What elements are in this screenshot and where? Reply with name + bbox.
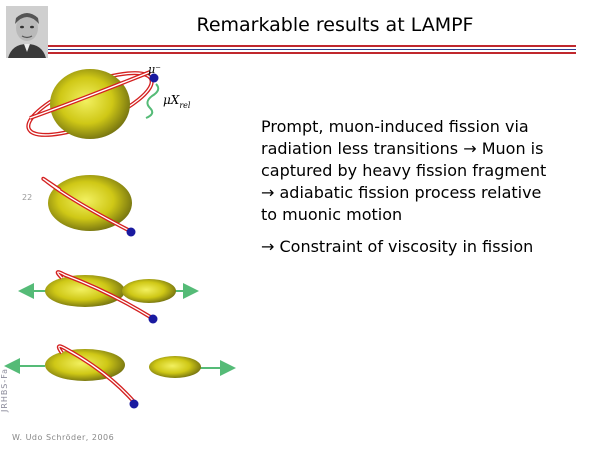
author-portrait (6, 6, 48, 58)
title-rule-blue (48, 49, 576, 50)
page-number: 22 (22, 193, 33, 202)
side-note: JRHBS-Fa (0, 367, 9, 412)
muon-label: μ⁻ (148, 63, 161, 76)
footer-credit: W. Udo Schröder, 2006 (12, 433, 115, 442)
title-rule-red-lower (48, 52, 576, 54)
svg-text:μXrel: μXrel (163, 93, 191, 110)
xray-label-sub: rel (179, 101, 191, 110)
slide-title: Remarkable results at LAMPF (196, 14, 474, 36)
xray-label: μX (163, 93, 180, 107)
stage-1-nucleus (26, 69, 160, 139)
stage-2-nucleus (41, 175, 136, 237)
stage-3-scission (18, 270, 199, 324)
slide-body: Prompt, muon-induced fission via radiati… (261, 116, 561, 268)
xray-wave (145, 83, 160, 119)
stage-4-fragments (4, 344, 236, 409)
body-paragraph-1: Prompt, muon-induced fission via radiati… (261, 117, 547, 224)
muon-dot (149, 73, 159, 83)
body-paragraph-2: → Constraint of viscosity in fission (261, 237, 534, 256)
fission-illustration: μ⁻ μXrel (0, 55, 250, 425)
title-rule-red (48, 45, 576, 47)
